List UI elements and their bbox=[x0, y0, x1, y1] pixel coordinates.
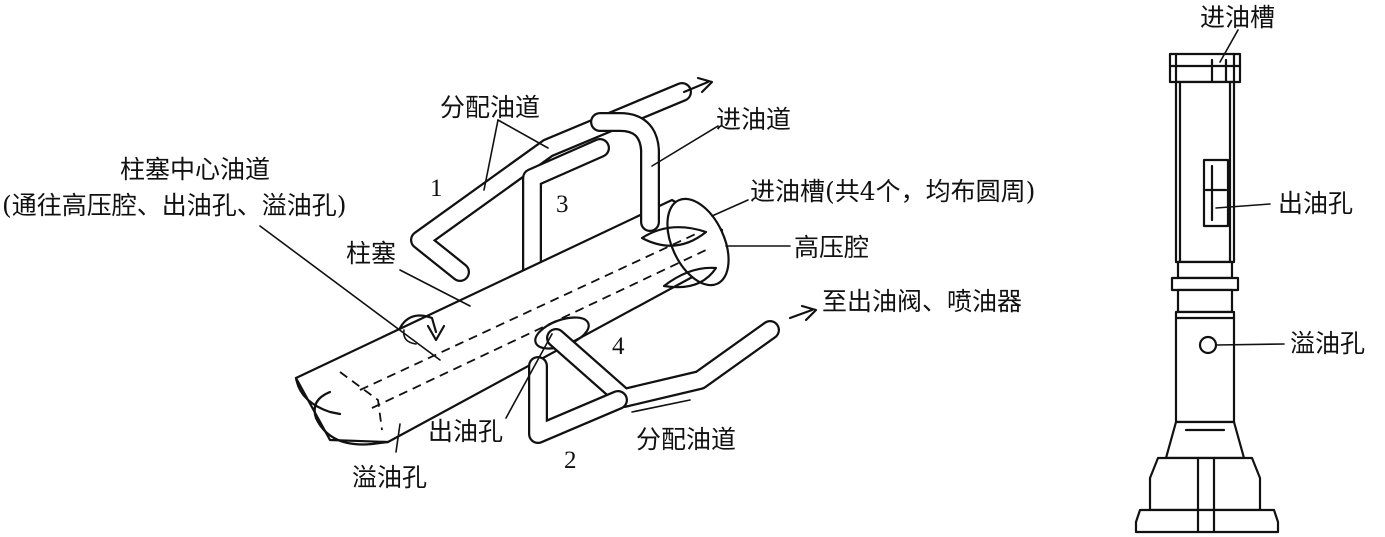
label-right-overflow-hole: 溢油孔 bbox=[1290, 329, 1365, 358]
label-inlet-channel: 进油道 bbox=[716, 105, 791, 134]
plunger-body bbox=[294, 197, 730, 446]
label-right-outlet-hole: 出油孔 bbox=[1278, 189, 1353, 218]
number-2: 2 bbox=[564, 447, 577, 474]
label-overflow-hole: 溢油孔 bbox=[352, 463, 427, 492]
label-plunger-center-channel-note: (通往高压腔、出油孔、溢油孔) bbox=[2, 191, 347, 220]
right-figure: 进油槽 出油孔 溢油孔 bbox=[1134, 3, 1365, 534]
label-plunger: 柱塞 bbox=[346, 239, 396, 268]
label-distribution-channel-top: 分配油道 bbox=[440, 93, 540, 122]
distribution-channel-3 bbox=[522, 138, 610, 292]
leader-lines bbox=[259, 119, 791, 453]
distribution-channel-4 bbox=[546, 320, 780, 408]
left-figure: 分配油道 进油道 柱塞中心油道 (通往高压腔、出油孔、溢油孔) 柱塞 进油槽(共… bbox=[2, 76, 1035, 492]
label-right-inlet-groove: 进油槽 bbox=[1200, 3, 1275, 32]
distribution-channel-2 bbox=[528, 356, 628, 444]
label-outlet-hole: 出油孔 bbox=[428, 417, 503, 446]
label-high-pressure-chamber: 高压腔 bbox=[794, 233, 869, 262]
number-1: 1 bbox=[430, 175, 443, 202]
number-3: 3 bbox=[556, 191, 569, 218]
label-distribution-channel-bottom: 分配油道 bbox=[636, 425, 736, 454]
label-plunger-center-channel: 柱塞中心油道 bbox=[120, 155, 270, 184]
number-4: 4 bbox=[612, 333, 625, 360]
outlet-arrow-icon bbox=[788, 304, 818, 322]
inlet-arrow-icon bbox=[682, 76, 714, 94]
label-inlet-grooves: 进油槽(共4个，均布圆周) bbox=[750, 177, 1035, 206]
inlet-channel bbox=[590, 112, 660, 232]
label-to-outlet-valve: 至出油阀、喷油器 bbox=[822, 287, 1022, 316]
